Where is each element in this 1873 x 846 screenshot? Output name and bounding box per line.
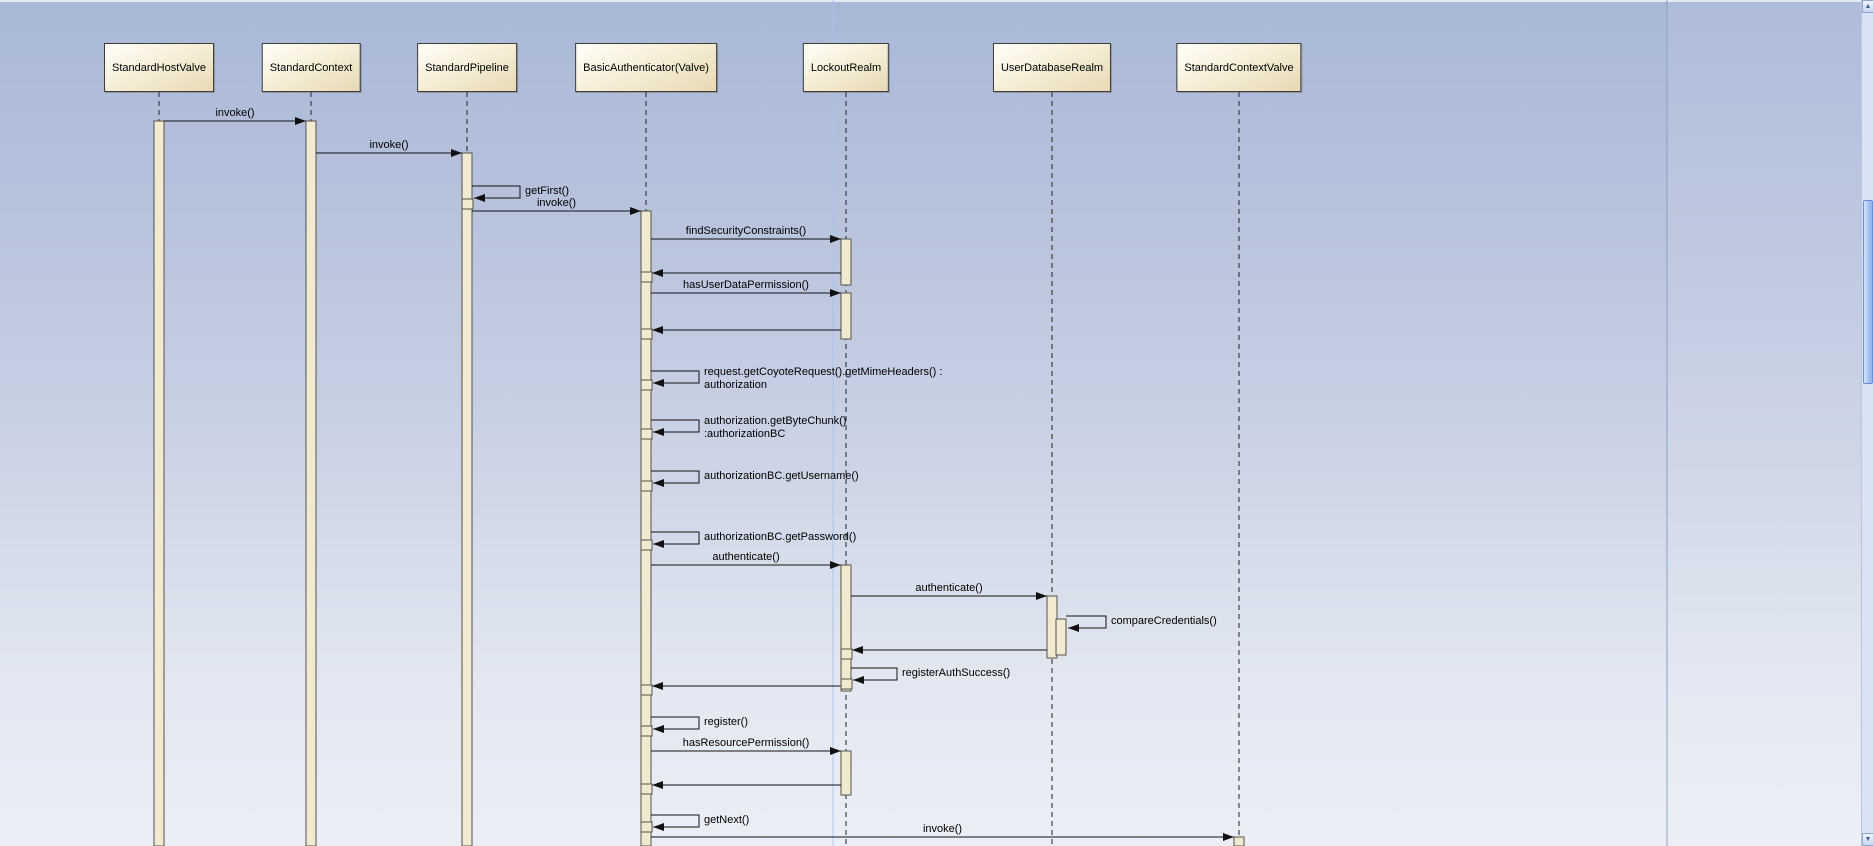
message-label: authenticate()	[915, 582, 982, 594]
window-top-edge	[0, 0, 1873, 2]
message-label: invoke()	[537, 197, 576, 209]
return-marker	[640, 783, 653, 795]
return-marker	[840, 648, 853, 660]
scrollbar-up-button[interactable]: ▲	[1862, 0, 1873, 13]
self-message-authorization-getbytechunk	[651, 419, 700, 436]
activation-bar	[640, 210, 652, 846]
up-arrow-icon: ▲	[1864, 3, 1872, 10]
activation-bar	[1233, 836, 1245, 846]
return-marker	[640, 821, 653, 833]
return-marker	[640, 328, 653, 340]
participant-box-standardpipeline[interactable]: StandardPipeline	[417, 43, 517, 92]
self-message-register	[651, 716, 700, 733]
participant-label: StandardContextValve	[1184, 61, 1294, 74]
self-message-request-getcoyoterequest-getmimeheaders	[651, 370, 700, 387]
activation-bar	[840, 238, 852, 286]
message-label: invoke()	[369, 139, 408, 151]
self-message-getnext	[651, 814, 700, 831]
self-message-label: authorizationBC.getUsername()	[704, 470, 859, 482]
activation-bar	[840, 292, 852, 340]
activation-bar	[153, 120, 165, 846]
participant-label: StandardHostValve	[112, 61, 206, 74]
message-label: authenticate()	[712, 551, 779, 563]
participant-box-standardhostvalve[interactable]: StandardHostValve	[104, 43, 214, 92]
return-marker	[640, 684, 653, 696]
self-message-label: request.getCoyoteRequest().getMimeHeader…	[704, 366, 942, 391]
participant-box-userdatabaserealm[interactable]: UserDatabaseRealm	[992, 43, 1112, 92]
return-marker	[640, 480, 653, 492]
self-message-label: compareCredentials()	[1111, 615, 1217, 627]
return-marker	[640, 539, 653, 551]
self-message-label: getNext()	[704, 814, 749, 826]
self-message-registerauthsuccess	[851, 667, 898, 684]
message-label: findSecurityConstraints()	[686, 225, 806, 237]
self-message-label: getFirst()	[525, 185, 569, 197]
activation-bar	[840, 564, 852, 692]
self-message-authorizationbc-getusername	[651, 470, 700, 487]
participant-box-basicauthenticator-valve[interactable]: BasicAuthenticator(Valve)	[575, 43, 717, 92]
return-marker	[640, 271, 653, 283]
return-marker	[640, 725, 653, 737]
message-label: hasResourcePermission()	[683, 737, 810, 749]
return-marker	[640, 379, 653, 391]
down-arrow-icon: ▼	[1864, 836, 1872, 843]
activation-bar	[461, 152, 473, 846]
scrollbar-down-button[interactable]: ▼	[1862, 833, 1873, 846]
participant-box-lockoutrealm[interactable]: LockoutRealm	[802, 43, 890, 92]
message-label: hasUserDataPermission()	[683, 279, 809, 291]
message-label: invoke()	[923, 823, 962, 835]
participant-box-standardcontextvalve[interactable]: StandardContextValve	[1176, 43, 1302, 92]
scrollbar-thumb[interactable]	[1863, 200, 1873, 384]
return-marker	[640, 428, 653, 440]
self-message-getfirst	[472, 185, 521, 202]
return-marker	[840, 678, 853, 690]
return-marker	[461, 198, 474, 210]
vertical-scrollbar[interactable]: ▲ ▼	[1861, 0, 1873, 846]
activation-bar	[1055, 618, 1067, 656]
self-message-label: authorizationBC.getPassword()	[704, 531, 856, 543]
participant-label: UserDatabaseRealm	[1000, 61, 1104, 74]
participant-label: StandardPipeline	[425, 61, 509, 74]
message-label: invoke()	[215, 107, 254, 119]
self-message-label: authorization.getByteChunk():authorizati…	[704, 415, 846, 440]
self-message-label: register()	[704, 716, 748, 728]
self-message-comparecredentials	[1066, 615, 1107, 632]
self-message-label: registerAuthSuccess()	[902, 667, 1010, 679]
activation-bar	[840, 750, 852, 796]
participant-box-standardcontext[interactable]: StandardContext	[261, 43, 361, 92]
participant-label: BasicAuthenticator(Valve)	[583, 61, 709, 74]
participant-label: StandardContext	[269, 61, 353, 74]
participant-label: LockoutRealm	[810, 61, 882, 74]
self-message-authorizationbc-getpassword	[651, 531, 700, 548]
activation-bar	[305, 120, 317, 846]
